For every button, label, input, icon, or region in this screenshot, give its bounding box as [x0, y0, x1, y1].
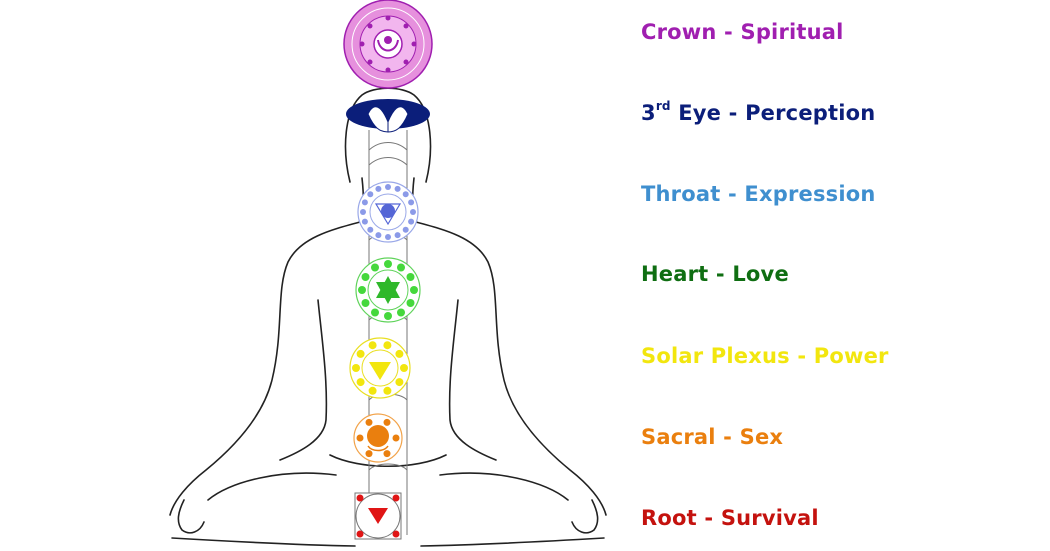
label-crown: Crown - Spiritual [641, 20, 844, 44]
petal-dot [385, 234, 391, 240]
label-root: Root - Survival [641, 506, 819, 530]
label-throat: Throat - Expression [641, 182, 876, 206]
petal-dot [367, 226, 374, 233]
petal-dot [408, 199, 415, 206]
petal-dot [361, 273, 370, 281]
chakra-name: Throat [641, 182, 721, 206]
petal-dot [410, 286, 418, 294]
petal-dot [352, 364, 360, 372]
petal-dot [397, 263, 405, 272]
petal-dot [365, 418, 373, 426]
petal-dot [361, 218, 368, 225]
petal-dot [394, 185, 401, 192]
label-sacral: Sacral - Sex [641, 425, 783, 449]
petal-dot [384, 312, 392, 320]
petal-dot [371, 308, 379, 317]
petal-dot [395, 378, 404, 387]
petal-dot [356, 349, 365, 358]
chakra-separator: - [789, 344, 814, 368]
chakra-name-superscript: rd [655, 99, 671, 113]
chakra-name: Heart [641, 262, 709, 286]
petal-dot [361, 199, 368, 206]
petal-dot [358, 286, 366, 294]
chakra-separator: - [715, 425, 740, 449]
chakra-separator: - [708, 262, 733, 286]
petal-dot [410, 209, 416, 215]
petal-dot [402, 226, 409, 233]
chakra-name-suffix: Eye [670, 101, 722, 125]
label-third-eye: 3rd Eye - Perception [641, 99, 876, 125]
petal-dot [397, 308, 405, 317]
chakra-meaning: Sex [739, 425, 784, 449]
label-solar-plexus: Solar Plexus - Power [641, 344, 889, 368]
chakra-meaning: Power [813, 344, 889, 368]
chakra-meaning: Love [732, 262, 789, 286]
petal-dot [385, 184, 391, 190]
petal-dot [360, 209, 366, 215]
petal-dot [356, 378, 365, 387]
petal-dot [392, 434, 400, 442]
petal-dot [383, 386, 392, 395]
chakra-name: Root [641, 506, 697, 530]
chakra-meaning: Perception [745, 101, 876, 125]
petal-dot [375, 185, 382, 192]
petal-dot [361, 299, 370, 307]
petal-dot [365, 450, 373, 458]
chakra-meaning: Survival [720, 506, 819, 530]
third-eye-chakra-icon [346, 99, 430, 133]
petal-dot [371, 263, 379, 272]
petal-dot [383, 418, 391, 426]
petal-dot [395, 349, 404, 358]
chakra-separator: - [721, 101, 746, 125]
chakra-name: 3 [641, 101, 656, 125]
chakra-separator: - [716, 20, 741, 44]
throat-chakra-icon [357, 181, 419, 243]
sacral-chakra-icon [353, 413, 403, 463]
label-heart: Heart - Love [641, 262, 789, 286]
petal-dot [375, 232, 382, 239]
petal-dot [368, 341, 377, 350]
petal-dot [368, 386, 377, 395]
heart-chakra-icon [355, 257, 421, 323]
petal-dot [394, 232, 401, 239]
root-chakra-icon [354, 492, 402, 540]
petal-dot [400, 364, 408, 372]
chakra-meaning: Spiritual [740, 20, 844, 44]
chakra-name: Crown [641, 20, 717, 44]
petal-dot [367, 191, 374, 198]
crown-chakra-icon [343, 0, 433, 89]
petal-dot [408, 218, 415, 225]
body-outline [169, 87, 607, 547]
petal-dot [356, 434, 364, 442]
petal-dot [383, 450, 391, 458]
petal-dot [406, 273, 415, 281]
chakra-separator: - [696, 506, 721, 530]
chakra-name: Solar Plexus [641, 344, 790, 368]
petal-dot [402, 191, 409, 198]
petal-dot [384, 260, 392, 268]
solar-plexus-chakra-icon [349, 337, 411, 399]
petal-dot [383, 341, 392, 350]
petal-dot [406, 299, 415, 307]
chakra-name: Sacral [641, 425, 716, 449]
chakra-meaning: Expression [744, 182, 876, 206]
chakra-separator: - [720, 182, 745, 206]
